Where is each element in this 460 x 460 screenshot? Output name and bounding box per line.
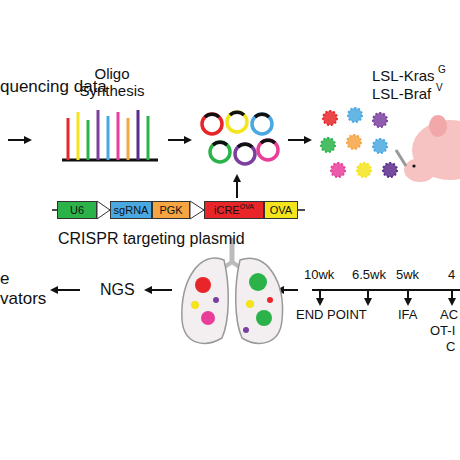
time-label: 6.5wk	[352, 268, 386, 282]
stage-label: C	[446, 340, 455, 354]
stage-label: OT-I	[430, 324, 455, 338]
sgrna-box: sgRNA	[110, 201, 152, 219]
flow-arrow	[288, 139, 310, 141]
flow-arrow	[52, 289, 80, 291]
stage-label: END POINT	[296, 308, 367, 322]
node-text: U6	[70, 204, 84, 216]
promoter-box: U6	[57, 201, 97, 219]
output-label: vators	[0, 290, 46, 309]
oligo-bars	[62, 110, 158, 160]
flow-arrow	[8, 139, 30, 141]
construct-label: CRISPR targeting plasmid	[58, 230, 245, 248]
timeline	[312, 290, 460, 304]
plasmid-circles	[202, 112, 278, 164]
promoter-arrow	[97, 201, 110, 219]
node-text: sgRNA	[114, 204, 149, 216]
flow-arrow	[146, 289, 172, 291]
node-text: OVA	[270, 204, 292, 216]
stage-label: IFA	[398, 308, 418, 322]
genotype-label: LSL-Kras	[372, 68, 435, 85]
superscript: OVA	[240, 203, 254, 210]
output-label: e	[0, 270, 9, 289]
lung	[182, 238, 283, 343]
flow-arrow	[168, 139, 190, 141]
flow-arrow	[236, 176, 238, 198]
genotype-label: LSL-Braf	[372, 86, 431, 103]
time-label: 5wk	[396, 268, 419, 282]
node-text: PGK	[159, 204, 182, 216]
promoter-arrow	[190, 201, 204, 219]
node-text: iCRE	[214, 204, 240, 216]
step-label: NGS	[100, 281, 135, 299]
superscript: V	[436, 82, 443, 93]
cre-box: iCREOVA	[204, 201, 264, 219]
mouse	[396, 115, 460, 182]
time-label: 4	[448, 268, 455, 282]
step-label: Oligo Synthesis	[72, 66, 152, 99]
ova-box: OVA	[264, 201, 298, 219]
superscript: G	[438, 64, 446, 75]
virus-particles	[321, 108, 397, 177]
time-label: 10wk	[304, 268, 334, 282]
promoter-box: PGK	[152, 201, 190, 219]
stage-label: AC	[440, 308, 458, 322]
